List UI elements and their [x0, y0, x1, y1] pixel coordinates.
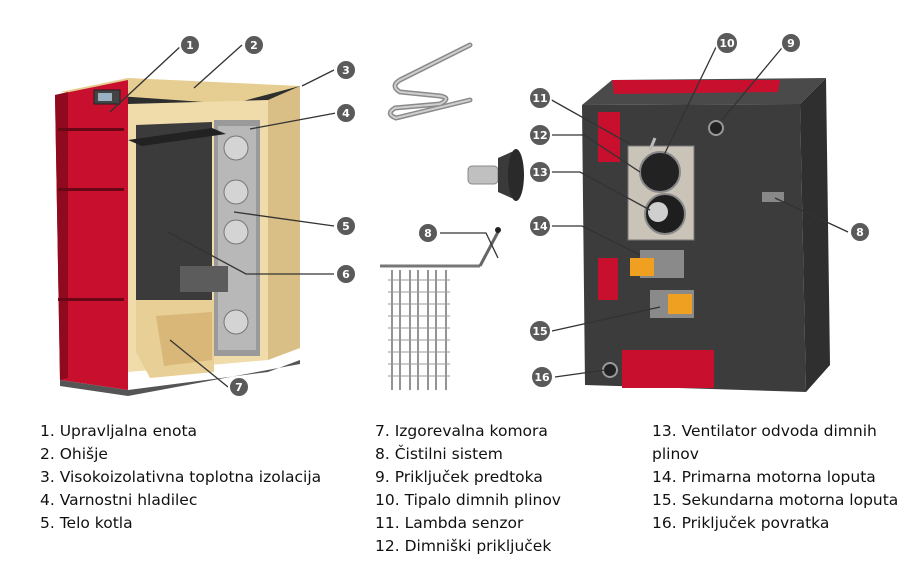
legend-item: 8. Čistilni sistem: [375, 445, 503, 463]
svg-text:5: 5: [342, 220, 350, 233]
callout-7: 7: [228, 376, 250, 398]
legend-item: 12. Dimniški priključek: [375, 537, 552, 555]
legend-column-2: 7. Izgorevalna komora 8. Čistilni sistem…: [375, 420, 561, 558]
legend-item: 2. Ohišje: [40, 445, 108, 463]
svg-text:8: 8: [856, 226, 864, 239]
callout-16: 16: [530, 365, 554, 389]
svg-text:8: 8: [424, 227, 432, 240]
boiler-cutaway: [55, 78, 300, 396]
legend-item: 4. Varnostni hladilec: [40, 491, 198, 509]
callout-2: 2: [243, 34, 265, 56]
callout-1: 1: [179, 34, 201, 56]
callout-12: 12: [528, 123, 552, 147]
flue-gas-fan: [467, 149, 524, 201]
callout-14: 14: [528, 214, 552, 238]
legend-item: 13. Ventilator odvoda dimnih plinov: [652, 422, 877, 463]
legend-item: 5. Telo kotla: [40, 514, 133, 532]
legend-item: 7. Izgorevalna komora: [375, 422, 548, 440]
legend-column-3: 13. Ventilator odvoda dimnih plinov 14. …: [652, 420, 917, 535]
svg-text:7: 7: [235, 381, 243, 394]
legend-item: 1. Upravljalna enota: [40, 422, 198, 440]
legend-item: 11. Lambda senzor: [375, 514, 524, 532]
legend-item: 16. Priključek povratka: [652, 514, 830, 532]
callout-8a: 8: [417, 222, 439, 244]
svg-text:16: 16: [534, 371, 550, 384]
callout-9: 9: [780, 32, 802, 54]
callouts: 1 2 3 4 5 6 7 8 9 10 11 12 13 14 15 16 8: [179, 31, 871, 398]
svg-text:2: 2: [250, 39, 258, 52]
svg-text:15: 15: [532, 325, 547, 338]
svg-text:3: 3: [342, 64, 350, 77]
svg-text:11: 11: [532, 92, 547, 105]
callout-13: 13: [528, 160, 552, 184]
svg-text:6: 6: [342, 268, 350, 281]
legend-item: 15. Sekundarna motorna loputa: [652, 491, 899, 509]
svg-text:13: 13: [532, 166, 547, 179]
callout-8b: 8: [849, 221, 871, 243]
boiler-rear: [582, 78, 830, 392]
svg-text:12: 12: [532, 129, 547, 142]
callout-15: 15: [528, 319, 552, 343]
safety-cooler-coil: [387, 42, 473, 121]
svg-text:10: 10: [719, 37, 735, 50]
callout-5: 5: [335, 215, 357, 237]
legend-item: 3. Visokoizolativna toplotna izolacija: [40, 468, 322, 486]
legend-item: 14. Primarna motorna loputa: [652, 468, 876, 486]
legend-item: 9. Priključek predtoka: [375, 468, 543, 486]
boiler-diagram: 1 2 3 4 5 6 7 8 9 10 11 12 13 14 15 16 8: [55, 31, 871, 398]
callout-3: 3: [335, 59, 357, 81]
callout-11: 11: [528, 86, 552, 110]
svg-text:9: 9: [787, 37, 795, 50]
svg-text:4: 4: [342, 107, 350, 120]
cleaning-system: [380, 227, 501, 390]
legend-column-1: 1. Upravljalna enota 2. Ohišje 3. Visoko…: [40, 420, 321, 535]
callout-4: 4: [335, 102, 357, 124]
callout-6: 6: [335, 263, 357, 285]
leader-lines: [109, 42, 849, 388]
svg-text:1: 1: [186, 39, 194, 52]
svg-text:14: 14: [532, 220, 548, 233]
legend-item: 10. Tipalo dimnih plinov: [375, 491, 561, 509]
callout-10: 10: [715, 31, 739, 55]
